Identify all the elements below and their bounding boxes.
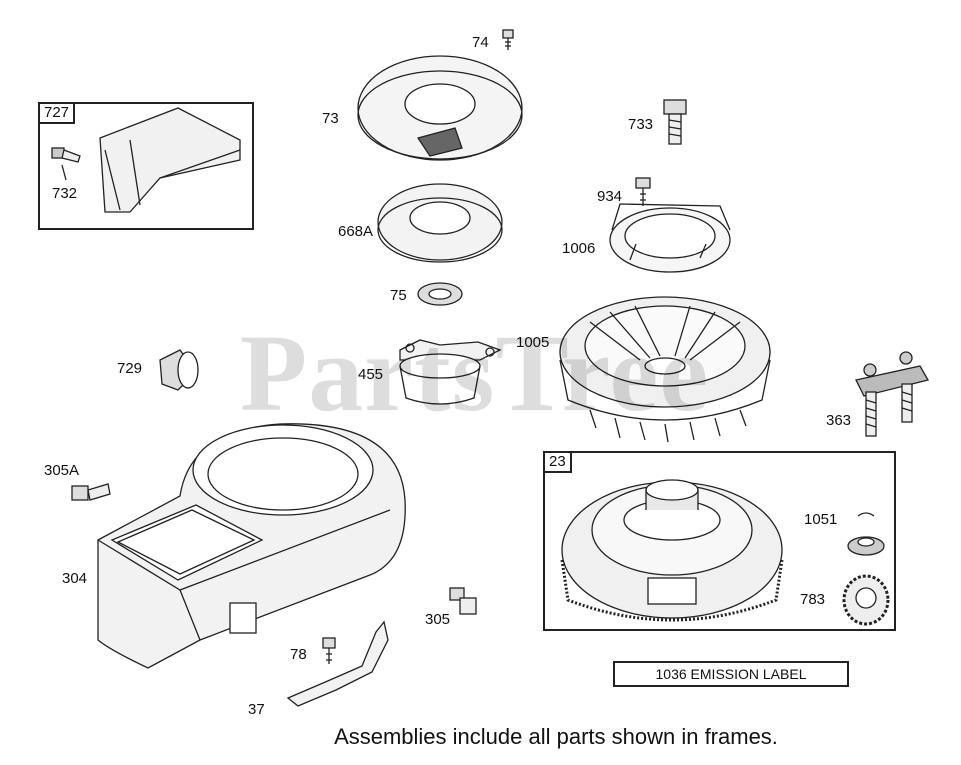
callout-733[interactable]: 733 bbox=[628, 116, 654, 133]
watermark: PartsTree bbox=[240, 312, 710, 434]
callout-729[interactable]: 729 bbox=[117, 360, 143, 377]
part-733-screw[interactable] bbox=[663, 99, 687, 145]
part-1051-key[interactable] bbox=[857, 512, 875, 517]
frame-23-tag[interactable]: 23 bbox=[543, 451, 572, 473]
callout-78[interactable]: 78 bbox=[290, 646, 307, 663]
callout-37[interactable]: 37 bbox=[248, 701, 265, 718]
frame-23: 23 bbox=[543, 451, 896, 631]
callout-75[interactable]: 75 bbox=[390, 287, 407, 304]
callout-1005[interactable]: 1005 bbox=[516, 334, 550, 351]
callout-668a[interactable]: 668A bbox=[338, 223, 374, 240]
callout-455[interactable]: 455 bbox=[358, 366, 384, 383]
callout-304[interactable]: 304 bbox=[62, 570, 88, 587]
frame-727: 727 bbox=[38, 102, 254, 230]
part-1051-bearing[interactable] bbox=[847, 536, 885, 556]
callout-732[interactable]: 732 bbox=[52, 185, 78, 202]
part-1005-flywheel-fan[interactable] bbox=[559, 296, 771, 443]
callout-934[interactable]: 934 bbox=[597, 188, 623, 205]
callout-305[interactable]: 305 bbox=[425, 611, 451, 628]
part-455-clutch-housing[interactable] bbox=[399, 339, 502, 405]
part-304-blower-housing[interactable] bbox=[97, 423, 406, 669]
callout-74[interactable]: 74 bbox=[472, 34, 489, 51]
part-363-armature-bracket[interactable] bbox=[855, 351, 929, 437]
callout-783[interactable]: 783 bbox=[800, 591, 826, 608]
part-78-screw[interactable] bbox=[322, 637, 336, 664]
part-668a-retainer[interactable] bbox=[377, 183, 503, 263]
part-732-screw[interactable] bbox=[51, 147, 81, 181]
part-727-air-guide[interactable] bbox=[99, 107, 241, 213]
part-305a-screw[interactable] bbox=[71, 483, 111, 501]
part-73-rotating-screen[interactable] bbox=[357, 55, 523, 161]
part-75-washer[interactable] bbox=[417, 282, 463, 306]
callout-305a[interactable]: 305A bbox=[44, 462, 80, 479]
part-74-screw[interactable] bbox=[502, 29, 514, 50]
part-934-screw[interactable] bbox=[635, 177, 651, 206]
frame-727-tag[interactable]: 727 bbox=[38, 102, 76, 124]
callout-1006[interactable]: 1006 bbox=[562, 240, 596, 257]
part-1006-starter-cup[interactable] bbox=[609, 203, 731, 273]
part-305-screw[interactable] bbox=[449, 587, 477, 615]
part-23-flywheel[interactable] bbox=[560, 479, 784, 622]
callout-73[interactable]: 73 bbox=[322, 110, 339, 127]
callout-363[interactable]: 363 bbox=[826, 412, 852, 429]
part-783-gear[interactable] bbox=[842, 574, 890, 626]
part-37-bracket[interactable] bbox=[286, 620, 389, 707]
emission-label-box[interactable]: 1036 EMISSION LABEL bbox=[613, 661, 849, 687]
callout-1051[interactable]: 1051 bbox=[804, 511, 838, 528]
part-729-grommet[interactable] bbox=[159, 349, 199, 391]
assembly-caption: Assemblies include all parts shown in fr… bbox=[334, 724, 778, 749]
